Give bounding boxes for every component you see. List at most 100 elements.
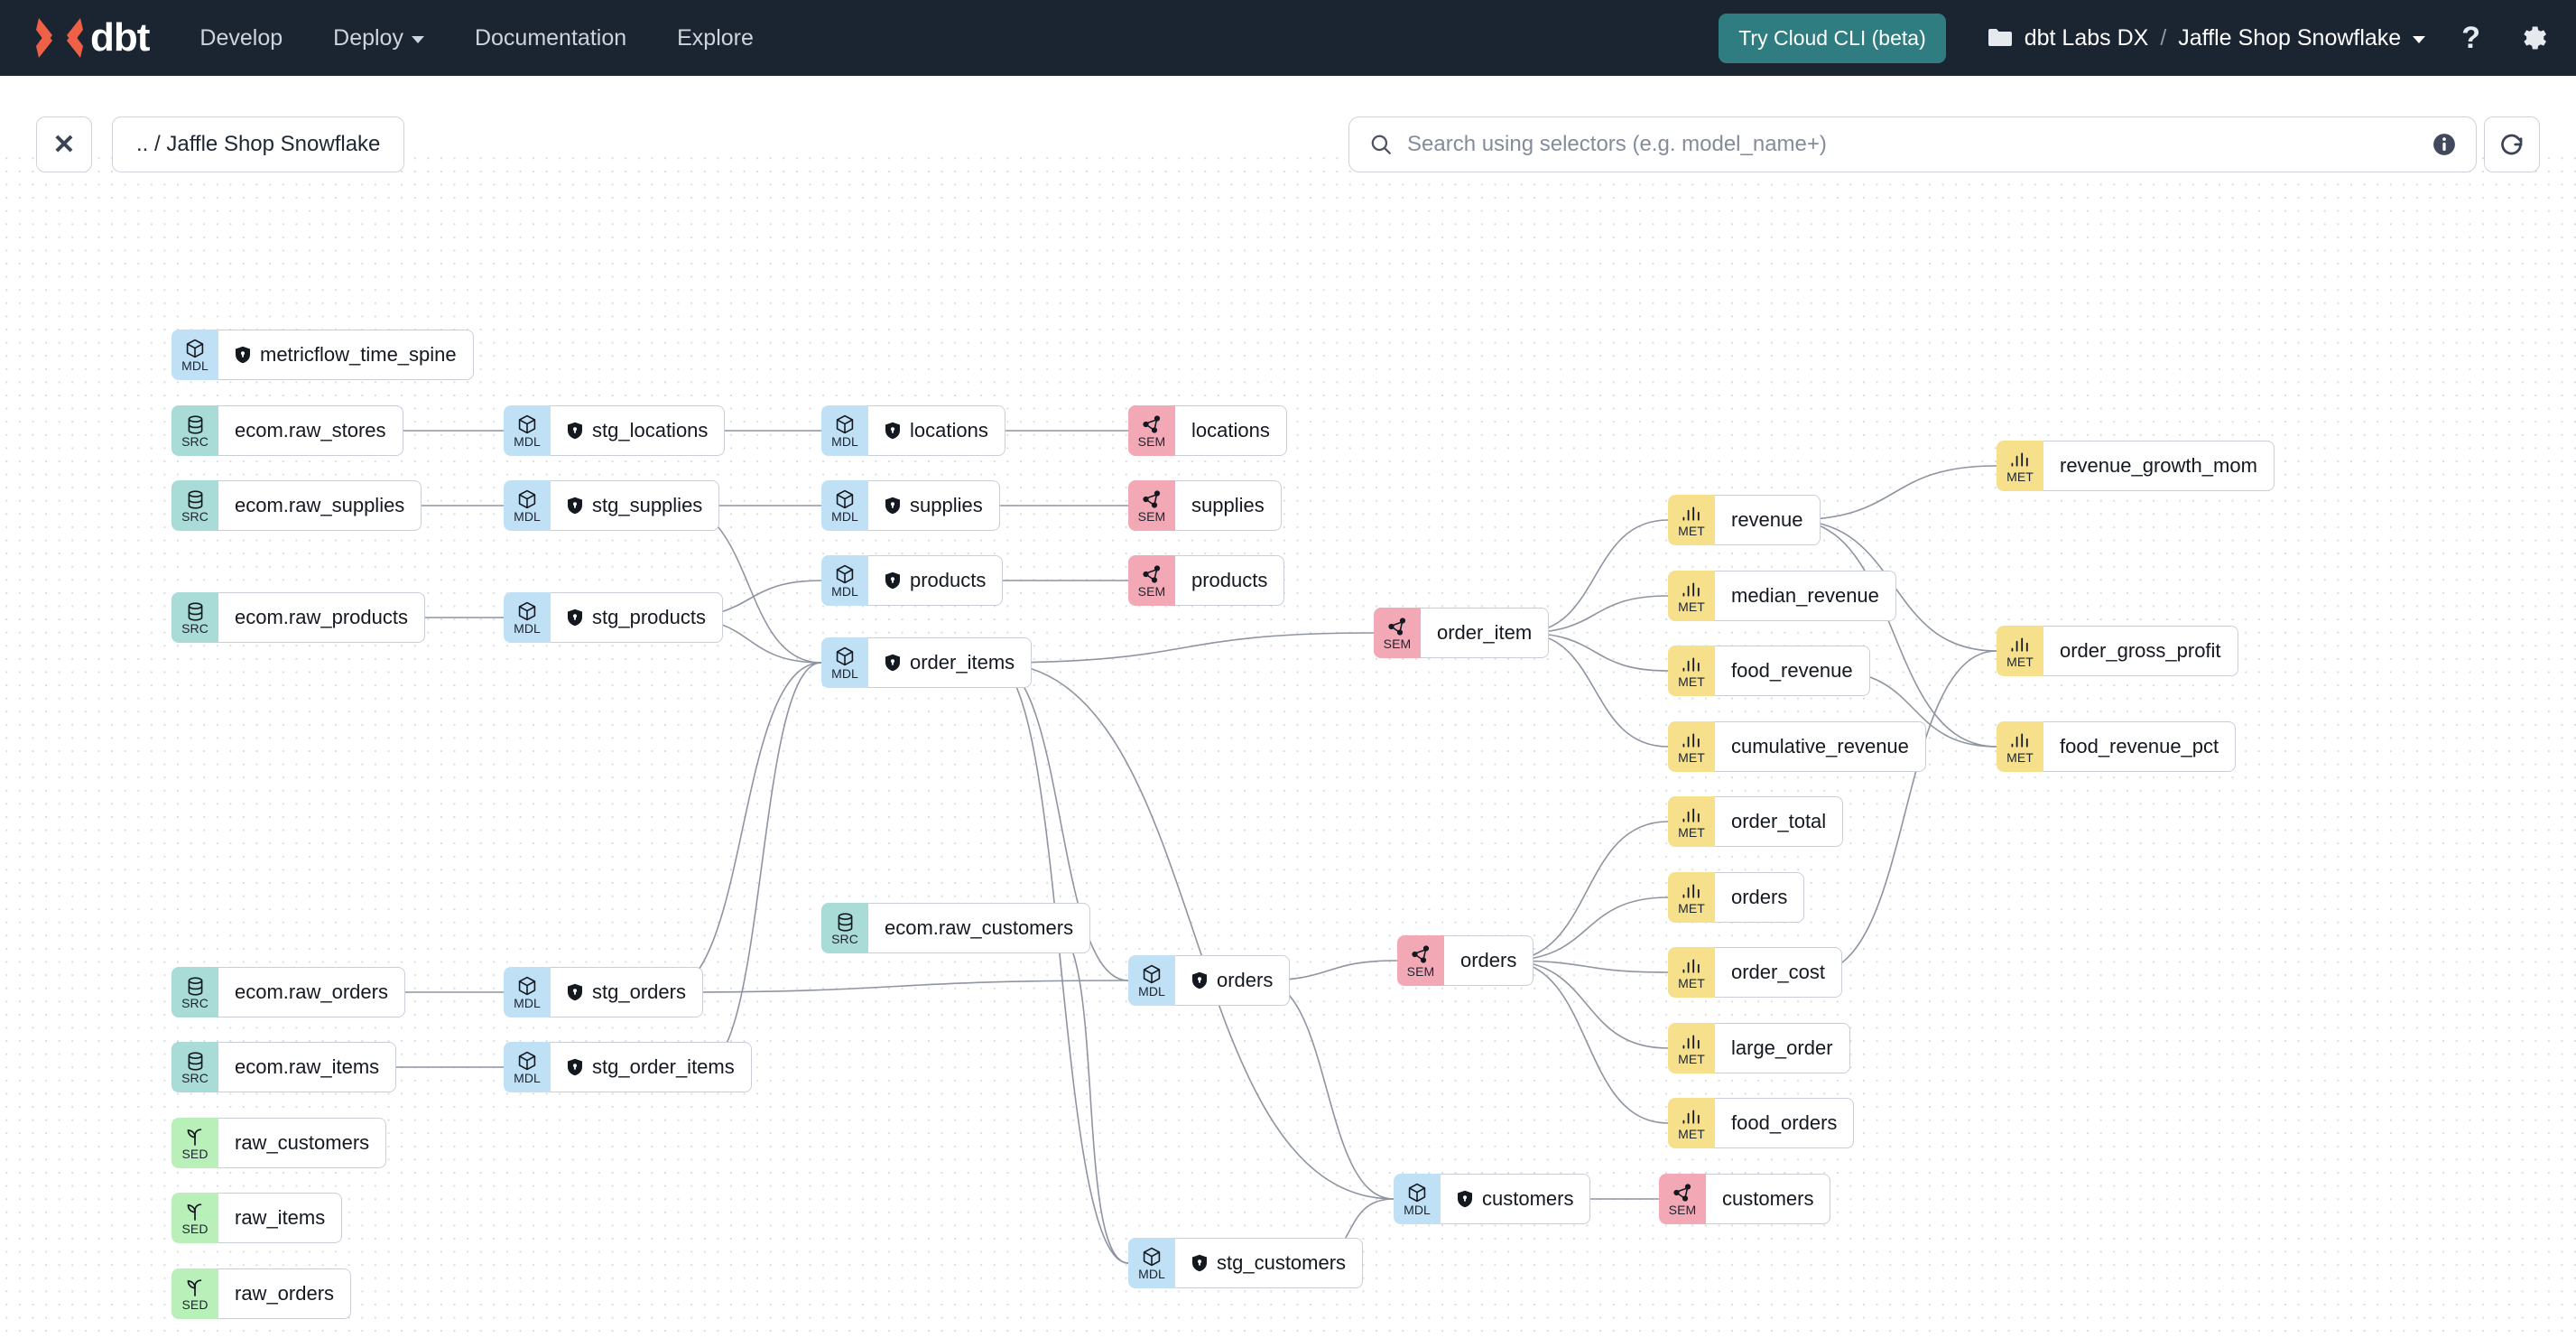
bar-chart-icon [1681,729,1702,751]
refresh-button[interactable] [2484,116,2540,172]
shield-icon [885,571,900,590]
node-body: raw_orders [218,1268,352,1319]
bar-chart-icon [1681,579,1702,600]
node-type-label: MDL [1138,1267,1165,1281]
database-icon [185,413,206,435]
node-type-badge-met: MET [1668,796,1715,847]
lineage-edge [1505,960,1669,973]
node-type-badge-sem: SEM [1397,935,1444,986]
top-navigation-bar: dbt Develop Deploy Documentation Explore… [0,0,2576,76]
node-type-label: MET [2006,655,2034,669]
node-type-badge-mdl: MDL [821,405,868,456]
breadcrumb-account-name[interactable]: dbt Labs DX [2024,24,2149,51]
node-type-label: SEM [1137,434,1166,449]
lineage-edge [1505,897,1669,962]
node-label: orders [1460,949,1517,971]
node-body: stg_order_items [551,1042,752,1092]
shield-icon [885,654,900,672]
node-label: order_items [910,651,1015,674]
shield-icon [568,1058,582,1076]
node-body: products [1175,555,1285,606]
close-button[interactable]: ✕ [36,116,92,172]
dbt-logo[interactable]: dbt [34,15,150,60]
node-label: revenue [1731,508,1803,531]
nav-link-explore[interactable]: Explore [677,25,754,51]
node-body: stg_customers [1175,1238,1364,1288]
cube-icon [834,488,856,510]
nav-link-develop[interactable]: Develop [199,25,283,51]
node-body: median_revenue [1715,571,1896,621]
search-bar[interactable] [1348,116,2477,172]
node-type-badge-mdl: MDL [1128,1238,1175,1288]
breadcrumb-chip[interactable]: .. / Jaffle Shop Snowflake [112,116,405,172]
nav-link-documentation[interactable]: Documentation [475,25,626,51]
node-type-label: SEM [1406,964,1435,979]
shield-icon [885,654,901,672]
node-body: ecom.raw_supplies [218,480,422,531]
gear-icon[interactable] [2516,23,2547,53]
help-icon[interactable]: ? [2461,21,2480,56]
graph-node-order-items[interactable]: MDL order_items [821,637,1033,688]
node-type-label: MDL [514,621,541,636]
node-type-badge-src: SRC [171,967,218,1017]
shield-icon [1457,1190,1473,1208]
breadcrumb-project-name[interactable]: Jaffle Shop Snowflake [2178,24,2402,51]
node-type-badge-met: MET [1668,1023,1715,1073]
nav-link-deploy[interactable]: Deploy [333,25,424,51]
info-icon[interactable] [2432,133,2456,156]
search-input[interactable] [1407,132,2432,157]
node-type-badge-sem: SEM [1128,480,1175,531]
node-type-badge-mdl: MDL [821,637,868,688]
node-type-badge-met: MET [1668,721,1715,772]
cube-icon [184,338,206,359]
bar-chart-icon [1681,880,1702,902]
try-cloud-cli-button[interactable]: Try Cloud CLI (beta) [1719,13,1946,63]
graph-node-sem-orders[interactable]: SEM orders [1397,935,1534,986]
node-body: customers [1441,1174,1591,1224]
project-chevron-down-icon[interactable] [2413,35,2426,43]
shield-icon [236,346,250,364]
lineage-edge [663,662,822,993]
graph-node-stg-customers[interactable]: MDL stg_customers [1128,1238,1364,1288]
lineage-edge [1813,650,1997,973]
node-label: raw_items [235,1206,326,1229]
